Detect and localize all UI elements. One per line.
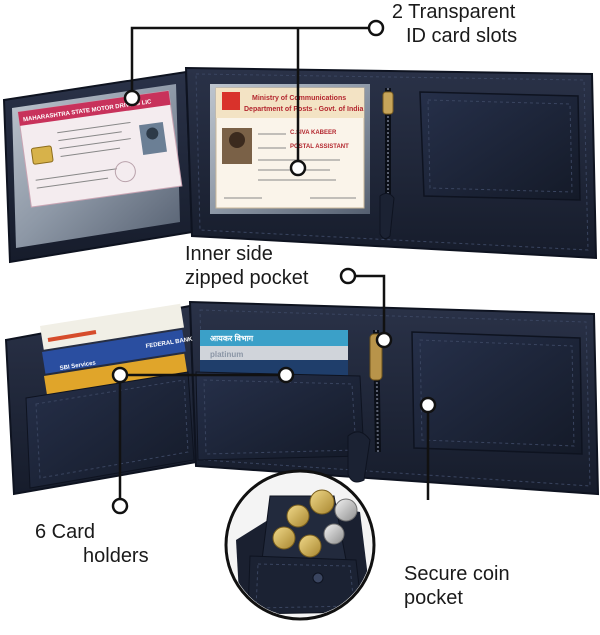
dot-id-right (289, 159, 307, 177)
license-window: MAHARASHTRA STATE MOTOR DRIVING LIC (12, 84, 183, 248)
dot-zipped-label (339, 267, 357, 285)
dot-card-label (111, 497, 129, 515)
id-header-2: Department of Posts - Govt. of India (244, 106, 364, 113)
id-window: Ministry of Communications Department of… (210, 84, 370, 214)
coin-3 (286, 504, 310, 528)
dot-card-right (277, 366, 295, 384)
top-zipper (379, 88, 395, 240)
svg-text:आयकर विभाग: आयकर विभाग (210, 333, 254, 343)
pointer-lines (118, 26, 430, 505)
coin-1 (309, 489, 335, 515)
pointer-zipped (348, 274, 386, 338)
dot-id-slots-label (367, 19, 385, 37)
pointer-id-slots (130, 26, 375, 97)
dot-zipped-target (375, 331, 393, 349)
id-designation: POSTAL ASSISTANT (290, 144, 349, 150)
employee-id-card: Ministry of Communications Department of… (215, 87, 365, 209)
right-card-stack: आयकर विभाग platinum (195, 330, 365, 461)
label-card-holders: 6 Card holders (35, 521, 149, 567)
coin-6 (323, 523, 345, 545)
coin-pocket-inset (224, 469, 376, 621)
bottom-wallet: FEDERAL BANK SBI Services आयकर विभाग pla… (4, 300, 600, 496)
coin-5 (298, 534, 322, 558)
dot-card-left (111, 366, 129, 384)
left-card-stack: FEDERAL BANK SBI Services (25, 303, 195, 489)
dot-id-left (123, 89, 141, 107)
bank-card-label-2: SBI Services (59, 360, 97, 372)
pointer-dots (111, 19, 437, 515)
coin-4 (272, 526, 296, 550)
top-wallet: MAHARASHTRA STATE MOTOR DRIVING LIC Mini… (2, 66, 598, 264)
bank-card-label-3: platinum (210, 350, 243, 359)
driving-license-card: MAHARASHTRA STATE MOTOR DRIVING LIC (17, 90, 183, 208)
bottom-coin-flap (411, 331, 583, 455)
label-coin-pocket: Secure coin pocket (404, 563, 510, 609)
dot-coin-target (419, 396, 437, 414)
label-zipped-pocket: Inner side zipped pocket (185, 243, 309, 289)
label-id-card-slots: 2 Transparent ID card slots (391, 1, 518, 47)
id-name: C.SIVA KABEER (290, 130, 337, 136)
coin-2 (334, 498, 358, 522)
top-coin-flap (419, 91, 581, 201)
